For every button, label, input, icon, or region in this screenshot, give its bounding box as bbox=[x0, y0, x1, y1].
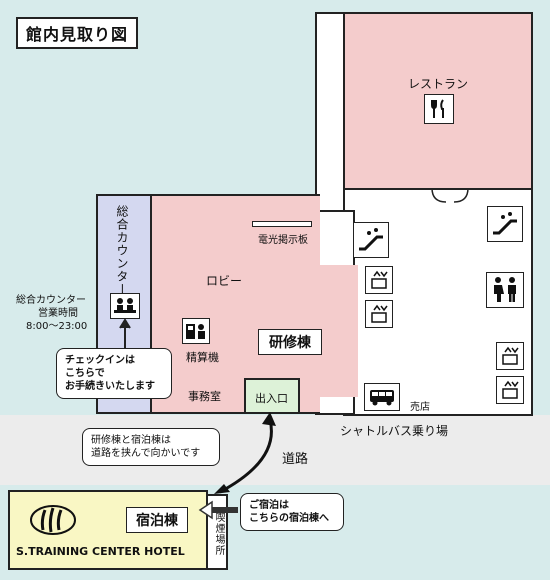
training-building-label: 研修棟 bbox=[258, 329, 322, 355]
office-label: 事務室 bbox=[188, 390, 221, 403]
bus-icon bbox=[364, 383, 400, 411]
road-label: 道路 bbox=[282, 452, 309, 467]
lobby-label: ロビー bbox=[206, 274, 243, 288]
payment-machine-label: 精算機 bbox=[186, 351, 219, 364]
payment-machine-icon bbox=[182, 318, 210, 344]
cross-note-line1: 研修棟と宿泊棟は bbox=[91, 435, 171, 446]
checkin-line1: チェックインは bbox=[65, 355, 135, 366]
lodging-note-line1: ご宿泊は bbox=[249, 500, 289, 511]
smoking-area-label: 喫煙場所 bbox=[213, 512, 224, 556]
checkin-bubble: チェックインは こちらで お手続きいたします bbox=[56, 348, 172, 399]
lodging-note-line2: こちらの宿泊棟へ bbox=[249, 513, 329, 524]
bulletin-board-label: 電光掲示板 bbox=[258, 235, 308, 246]
checkin-pointer bbox=[119, 318, 131, 348]
cross-note-line2: 道路を挟んで向かいです bbox=[91, 448, 201, 459]
restaurant-label: レストラン bbox=[408, 77, 469, 91]
entrance-label: 出入口 bbox=[255, 392, 288, 405]
shop-label: 売店 bbox=[410, 402, 430, 413]
map-title: 館内見取り図 bbox=[16, 17, 139, 49]
elevator-icon-2 bbox=[365, 300, 393, 328]
elevator-icon-3 bbox=[496, 342, 524, 370]
lodging-arrow bbox=[198, 500, 238, 520]
restroom-icon bbox=[486, 272, 524, 308]
escalator-icon-right bbox=[487, 206, 523, 242]
restaurant-icon bbox=[424, 94, 454, 124]
escalator-icon bbox=[353, 222, 389, 258]
elevator-icon-4 bbox=[496, 376, 524, 404]
hours-title: 総合カウンター bbox=[16, 295, 86, 306]
lodging-note-bubble: ご宿泊は こちらの宿泊棟へ bbox=[240, 493, 344, 531]
hotel-logo bbox=[30, 505, 76, 535]
hours-time: 8:00〜23:00 bbox=[26, 321, 88, 332]
reception-icon bbox=[110, 293, 140, 319]
bulletin-board bbox=[252, 221, 312, 227]
lodging-building-label: 宿泊棟 bbox=[126, 507, 188, 533]
reception-counter-label: 総合カウンター bbox=[115, 205, 129, 296]
cross-note-bubble: 研修棟と宿泊棟は 道路を挟んで向かいです bbox=[82, 428, 220, 466]
restaurant-doors bbox=[431, 187, 469, 203]
hotel-name: S.TRAINING CENTER HOTEL bbox=[16, 545, 185, 558]
shuttle-stop-label: シャトルバス乗り場 bbox=[340, 424, 449, 438]
crossing-arrow bbox=[214, 412, 276, 494]
hours-label: 営業時間 bbox=[38, 308, 78, 319]
checkin-line2: こちらで bbox=[65, 368, 105, 379]
elevator-icon bbox=[365, 266, 393, 294]
entrance-area bbox=[244, 378, 300, 414]
checkin-line3: お手続きいたします bbox=[65, 381, 155, 392]
